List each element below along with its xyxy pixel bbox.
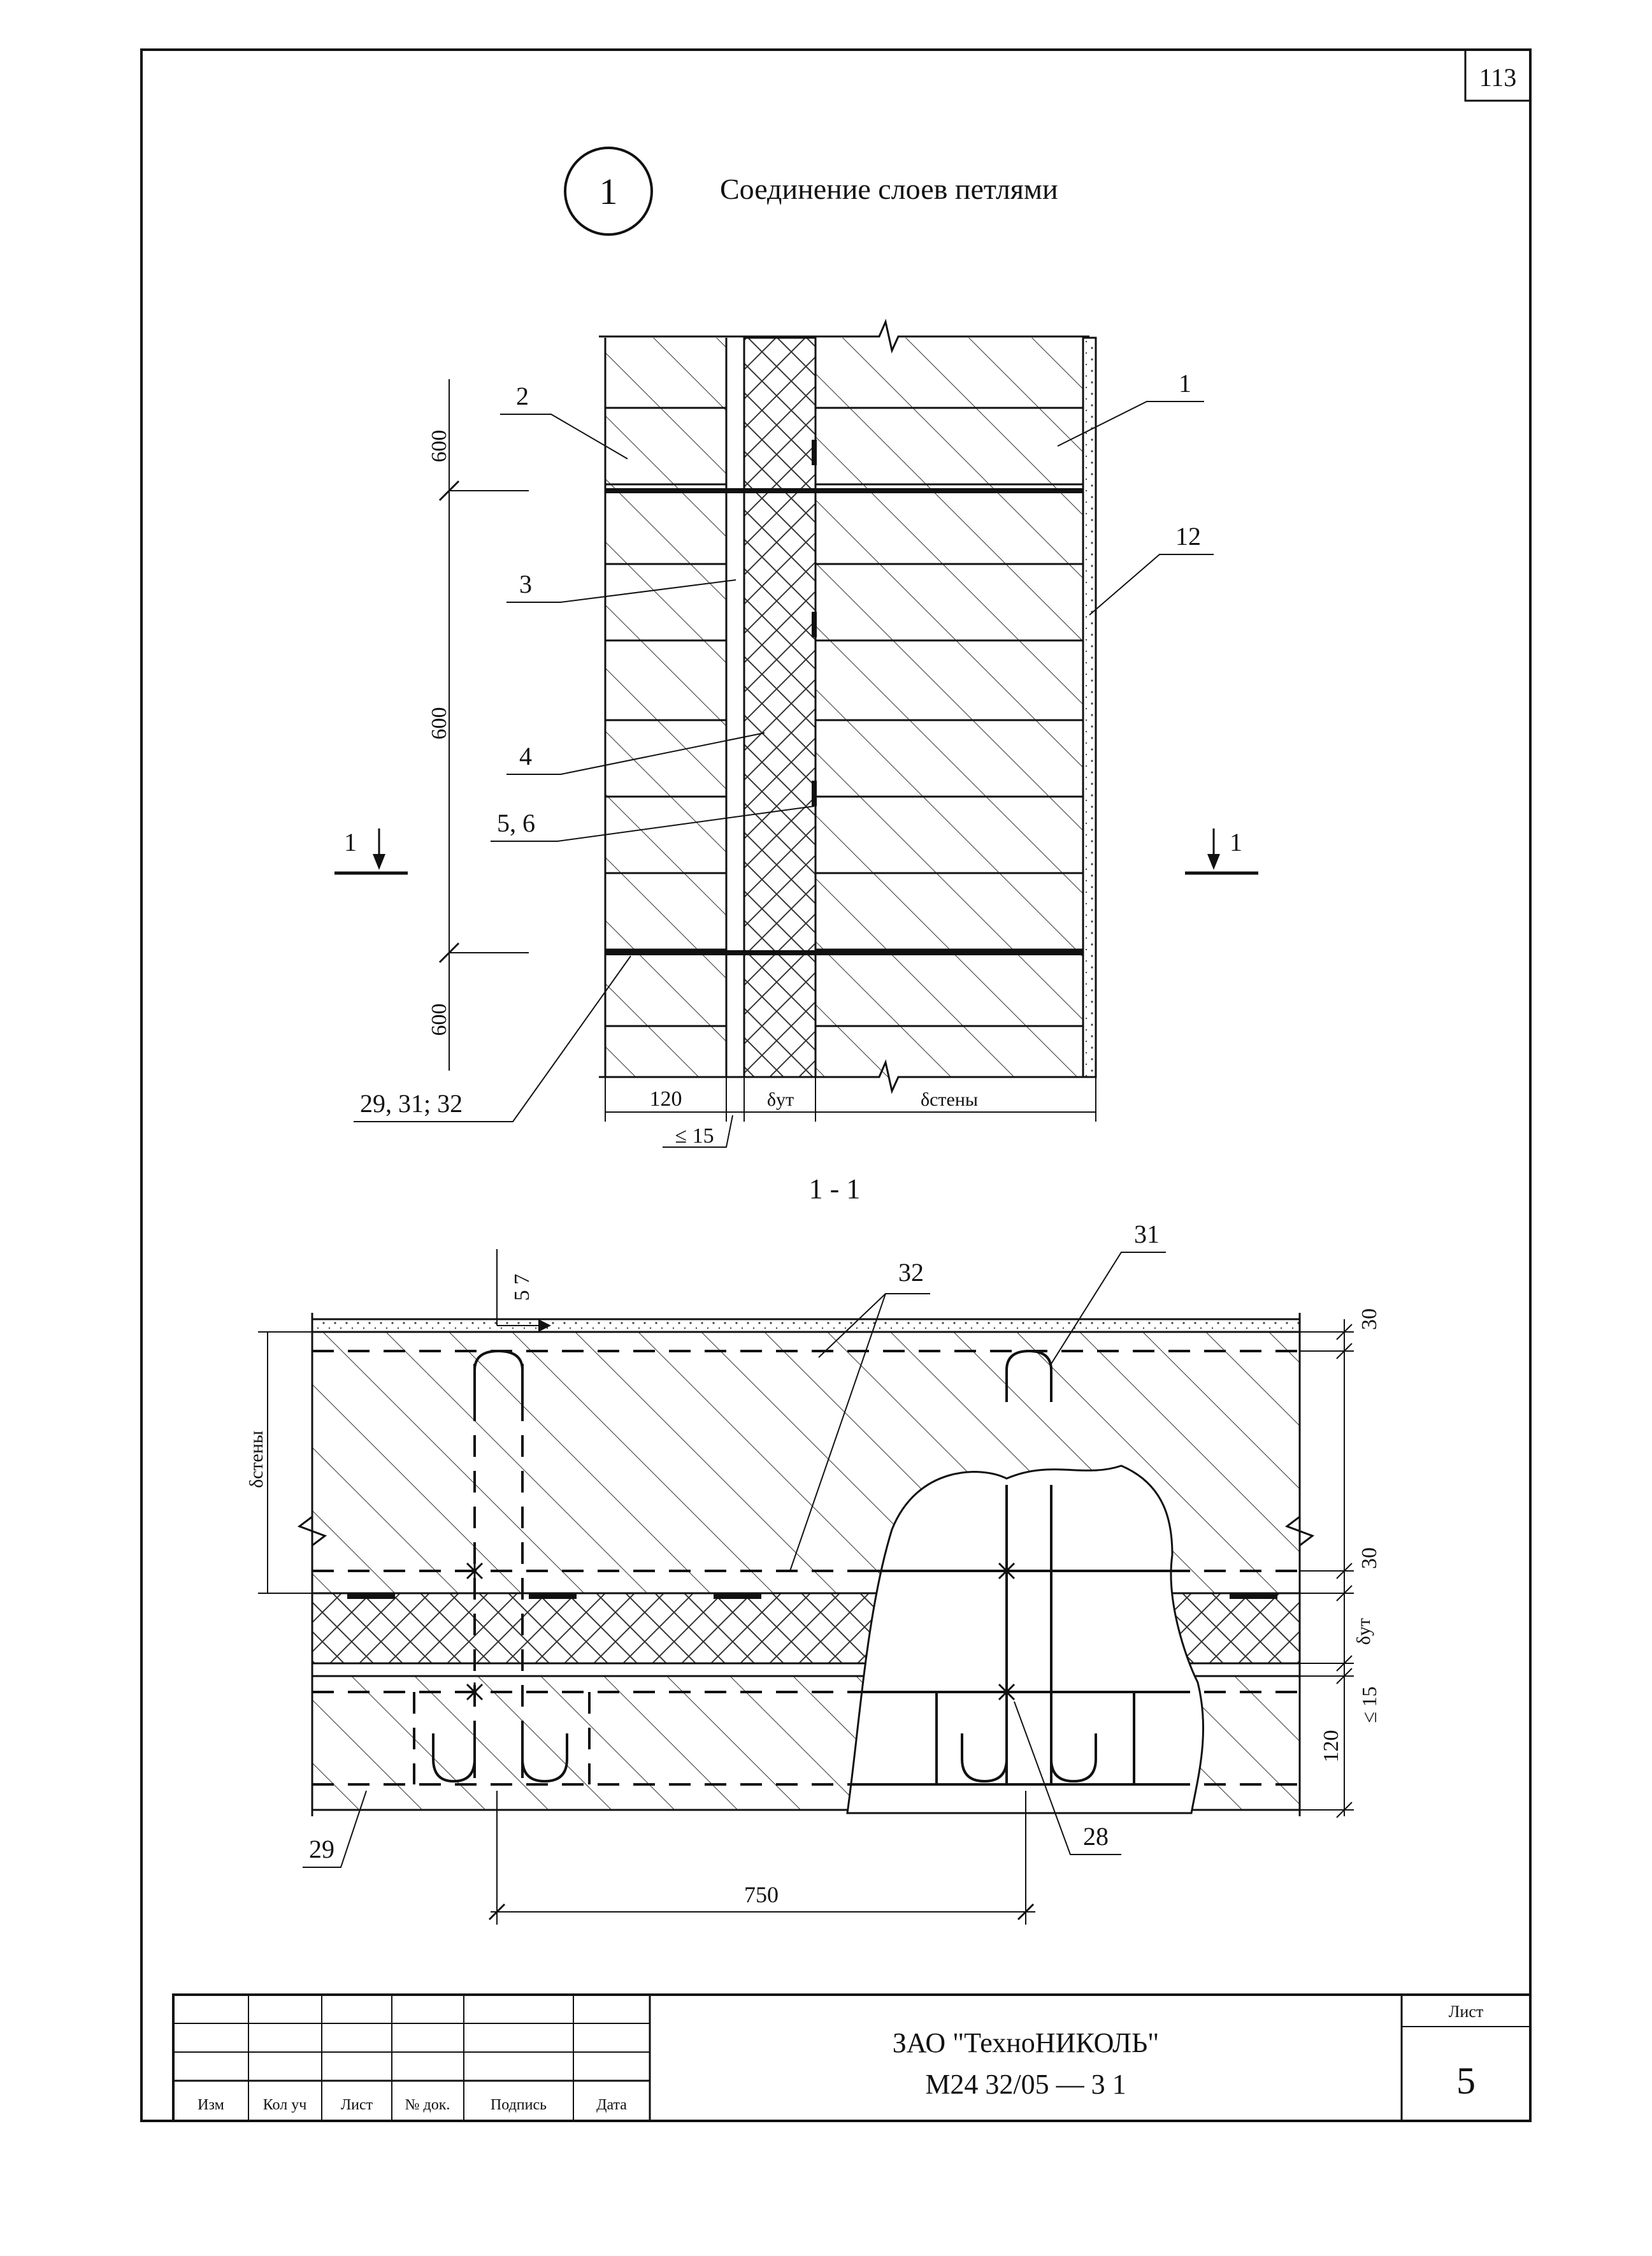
callout-1: 1 bbox=[1179, 369, 1191, 398]
main-wall-layer bbox=[815, 338, 1083, 1077]
drawing-title: Соединение слоев петлями bbox=[720, 173, 1058, 205]
callout-29: 29 bbox=[309, 1835, 334, 1863]
dim-vertical-2: 600 bbox=[427, 707, 451, 740]
loop-bottom bbox=[1050, 1733, 1097, 1783]
dim-right-gap: ≤ 15 bbox=[1358, 1686, 1381, 1723]
sheet-corner-number: 113 bbox=[1479, 63, 1517, 92]
section-label: 1 - 1 bbox=[809, 1173, 861, 1204]
loop-bottom bbox=[432, 1733, 476, 1783]
callout-5-6: 5, 6 bbox=[497, 809, 535, 837]
callout-12: 12 bbox=[1175, 522, 1201, 551]
callout-29-31-32: 29, 31; 32 bbox=[360, 1089, 463, 1118]
dim-right-30-mid: 30 bbox=[1358, 1547, 1381, 1569]
dim-right-120: 120 bbox=[1319, 1730, 1343, 1763]
callout-31: 31 bbox=[1134, 1220, 1160, 1248]
callout-28: 28 bbox=[1083, 1822, 1109, 1851]
dim-top-57: 5 7 bbox=[510, 1274, 534, 1301]
plaster-layer bbox=[1082, 336, 1097, 1078]
view-marker-circle bbox=[564, 147, 653, 236]
cutaway-area bbox=[846, 1464, 1205, 1814]
view-marker: 1 bbox=[600, 171, 618, 212]
callout-2: 2 bbox=[516, 382, 529, 410]
loop-top-right bbox=[1005, 1349, 1052, 1402]
col-header-kol-uch: Кол уч bbox=[263, 2097, 307, 2113]
loop-bottom bbox=[521, 1733, 568, 1783]
dim-right-30-top: 30 bbox=[1358, 1308, 1381, 1330]
col-header-doc: № док. bbox=[405, 2097, 450, 2113]
section-mark-left: 1 bbox=[344, 828, 357, 857]
doc-code: М24 32/05 — 3 1 bbox=[925, 2069, 1126, 2100]
dim-bottom-120: 120 bbox=[650, 1087, 682, 1111]
brick-course-joints bbox=[605, 407, 1083, 1027]
loop-top-left bbox=[473, 1349, 524, 1402]
elevation-view: 600 600 600 120 δут δстены ≤ 15 1 1 bbox=[334, 319, 1258, 1148]
loop-bottom bbox=[961, 1733, 1008, 1783]
dim-bottom-750: 750 bbox=[744, 1882, 779, 1907]
break-mark-bottom bbox=[599, 1059, 1089, 1094]
col-header-data: Дата bbox=[596, 2097, 627, 2113]
section-view: δстены 5 7 30 30 δут ≤ 15 120 bbox=[246, 1220, 1381, 1925]
callout-32: 32 bbox=[898, 1258, 924, 1287]
col-header-izm: Изм bbox=[198, 2097, 224, 2113]
dim-vertical-3: 600 bbox=[427, 1004, 451, 1036]
col-header-list: Лист bbox=[341, 2097, 373, 2113]
title-block bbox=[172, 1993, 1532, 2122]
corner-number-box bbox=[1464, 48, 1532, 102]
col-header-podpis: Подпись bbox=[491, 2097, 547, 2113]
section-plaster bbox=[311, 1318, 1301, 1333]
dim-vertical-1: 600 bbox=[427, 430, 451, 463]
dim-gap: ≤ 15 bbox=[675, 1124, 714, 1148]
dim-right-insulation: δут bbox=[1353, 1618, 1374, 1645]
insulation-layer bbox=[743, 336, 817, 1078]
dim-left-wall: δстены bbox=[246, 1431, 267, 1488]
dim-bottom-insulation: δут bbox=[767, 1089, 794, 1110]
dim-bottom-wall: δстены bbox=[921, 1089, 978, 1110]
sheet-label: Лист bbox=[1449, 2002, 1483, 2021]
break-mark-top bbox=[599, 319, 1089, 354]
tie-connector bbox=[812, 612, 817, 637]
callout-4: 4 bbox=[519, 742, 532, 770]
company-name: ЗАО "ТехноНИКОЛЬ" bbox=[893, 2027, 1160, 2058]
callout-3: 3 bbox=[519, 570, 532, 598]
sheet-number: 5 bbox=[1456, 2060, 1476, 2102]
tie-connector bbox=[812, 781, 817, 806]
section-mark-right: 1 bbox=[1230, 828, 1242, 857]
tie-connector bbox=[812, 440, 817, 465]
